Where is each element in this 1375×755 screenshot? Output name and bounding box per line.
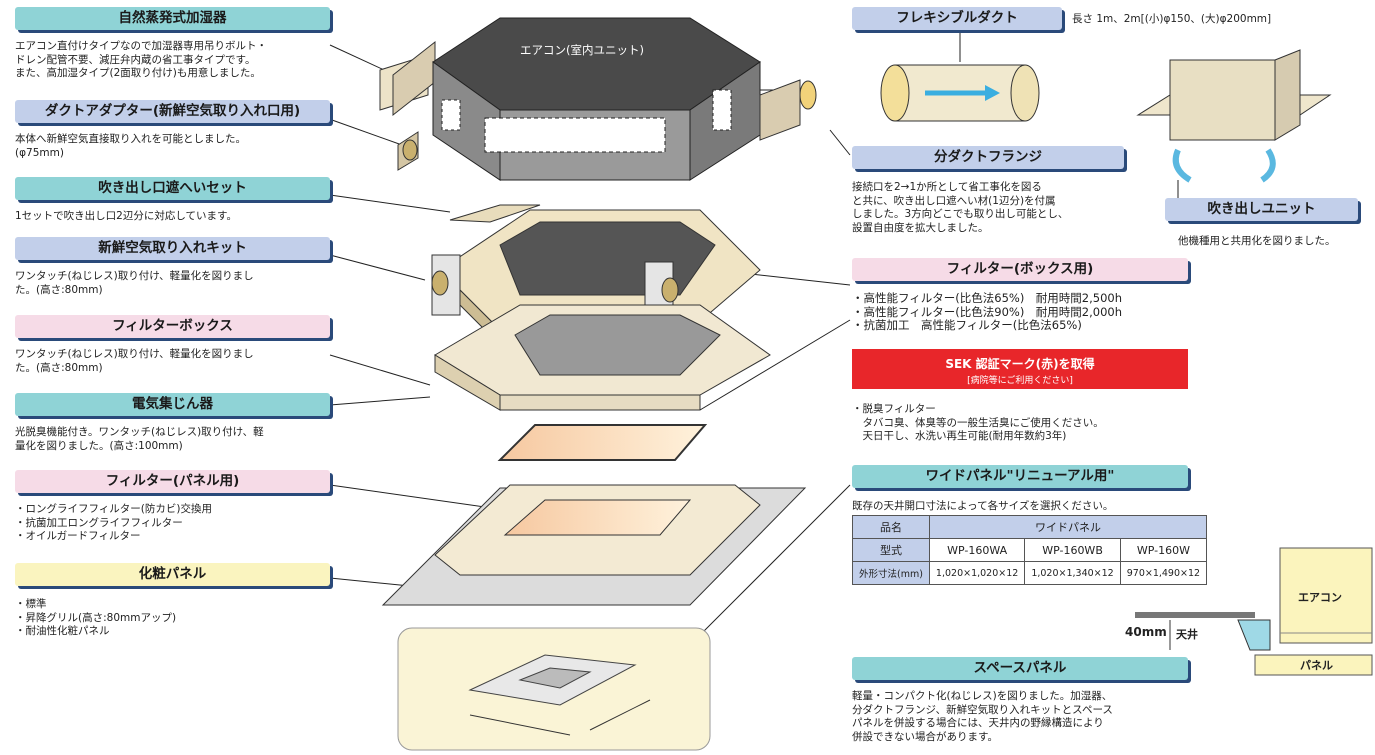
duct-adapter-title: ダクトアダプター(新鮮空気取り入れ口用) (15, 100, 330, 123)
sek-banner: SEK 認証マーク(赤)を取得 [病院等にご利用ください] (852, 349, 1188, 389)
sek-sub: [病院等にご利用ください] (967, 376, 1073, 386)
flex-duct-title: フレキシブルダクト (852, 7, 1062, 30)
table-cell: 品名 (852, 515, 930, 539)
space-panel-title: スペースパネル (852, 657, 1188, 680)
decor-panel-desc: ・標準 ・昇降グリル(高さ:80mmアップ) ・耐油性化粧パネル (15, 598, 177, 637)
filter-box-desc: ワンタッチ(ねじレス)取り付け、軽量化を図りまし た。(高さ:80mm) (15, 348, 254, 374)
panel-filter-desc: ・ロングライフフィルター(防カビ)交換用 ・抗菌加工ロングライフフィルター ・オ… (15, 503, 212, 542)
wide-panel-title: ワイドパネル"リニューアル用" (852, 465, 1188, 488)
space-diagram-panel: パネル (1300, 659, 1333, 672)
branch-flange-part (759, 79, 817, 141)
table-cell: 型式 (852, 538, 930, 562)
humidifier-title: 自然蒸発式加湿器 (15, 7, 330, 30)
sek-title: SEK 認証マーク(赤)を取得 (945, 357, 1095, 371)
electrostatic-title: 電気集じん器 (15, 393, 330, 416)
flexible-duct-part (880, 64, 1040, 122)
table-cell: WP-160WA (928, 538, 1026, 562)
outlet-unit-part (1136, 49, 1332, 183)
duct-adapter-desc: 本体へ新鮮空気直接取り入れを可能としました。 (φ75mm) (15, 133, 246, 159)
duct-adapter-part (397, 131, 419, 171)
wide-panel-desc: 既存の天井開口寸法によって各サイズを選択ください。 (852, 500, 1114, 512)
panel-filter-title: フィルター(パネル用) (15, 470, 330, 493)
box-filter-title: フィルター(ボックス用) (852, 258, 1188, 281)
outlet-unit-desc: 他機種用と共用化を図りました。 (1178, 235, 1336, 247)
wide-panel-table: 品名 ワイドパネル 型式 WP-160WA WP-160WB WP-160W 外… (852, 515, 1208, 585)
electrostatic-desc: 光脱臭機能付き。ワンタッチ(ねじレス)取り付け、軽 量化を図りました。(高さ:1… (15, 426, 264, 452)
space-diagram-ceiling: 天井 (1176, 628, 1198, 641)
table-row: 型式 WP-160WA WP-160WB WP-160W (852, 538, 1208, 562)
table-cell: ワイドパネル (928, 515, 1208, 539)
indoor-unit (432, 17, 761, 181)
electrostatic-part (497, 424, 708, 461)
table-row: 品名 ワイドパネル (852, 515, 1208, 539)
table-cell: WP-160W (1119, 538, 1208, 562)
table-cell: 970×1,490×12 (1119, 561, 1208, 585)
outlet-shield-title: 吹き出し口遮へいセット (15, 177, 330, 200)
indoor-unit-label: エアコン(室内ユニット) (520, 43, 644, 57)
outlet-shield-desc: 1セットで吹き出し口2辺分に対応しています。 (15, 210, 237, 222)
table-cell: WP-160WB (1024, 538, 1121, 562)
flex-duct-note: 長さ 1m、2m[(小)φ150、(大)φ200mm] (1072, 13, 1272, 25)
space-panel-diagram (1135, 547, 1373, 676)
outlet-unit-title: 吹き出しユニット (1165, 198, 1358, 221)
fresh-air-kit-desc: ワンタッチ(ねじレス)取り付け、軽量化を図りまし た。(高さ:80mm) (15, 270, 254, 296)
space-diagram-dim: 40mm (1125, 625, 1167, 639)
deodor-desc: ・脱臭フィルター タバコ臭、体臭等の一般生活臭にご使用ください。 天日干し、水洗… (852, 403, 1104, 442)
table-cell: 1,020×1,020×12 (928, 561, 1026, 585)
table-cell: 1,020×1,340×12 (1024, 561, 1121, 585)
branch-flange-desc: 接続口を2→1か所として省工事化を図る と共に、吹き出し口遮へい材(1辺分)を付… (852, 181, 1069, 234)
filter-box-title: フィルターボックス (15, 315, 330, 338)
space-panel-desc: 軽量・コンパクト化(ねじレス)を図りました。加湿器、 分ダクトフランジ、新鮮空気… (852, 690, 1113, 743)
decor-panel-part (381, 484, 807, 606)
decor-panel-title: 化粧パネル (15, 563, 330, 586)
box-filter-desc: ・高性能フィルター(比色法65%) 耐用時間2,500h ・高性能フィルター(比… (852, 291, 1123, 332)
humidifier-part (379, 40, 436, 117)
table-row: 外形寸法(mm) 1,020×1,020×12 1,020×1,340×12 9… (852, 561, 1208, 585)
shield-strip (449, 204, 541, 223)
branch-flange-title: 分ダクトフランジ (852, 146, 1124, 169)
filter-box-part (434, 304, 771, 411)
fresh-air-kit-title: 新鮮空気取り入れキット (15, 237, 330, 260)
humidifier-desc: エアコン直付けタイプなので加湿器専用吊りボルト・ ドレン配管不要、減圧弁内蔵の省… (15, 40, 267, 79)
cassette-illustration (397, 627, 711, 751)
space-diagram-aircon: エアコン (1298, 591, 1342, 604)
table-cell: 外形寸法(mm) (852, 561, 930, 585)
